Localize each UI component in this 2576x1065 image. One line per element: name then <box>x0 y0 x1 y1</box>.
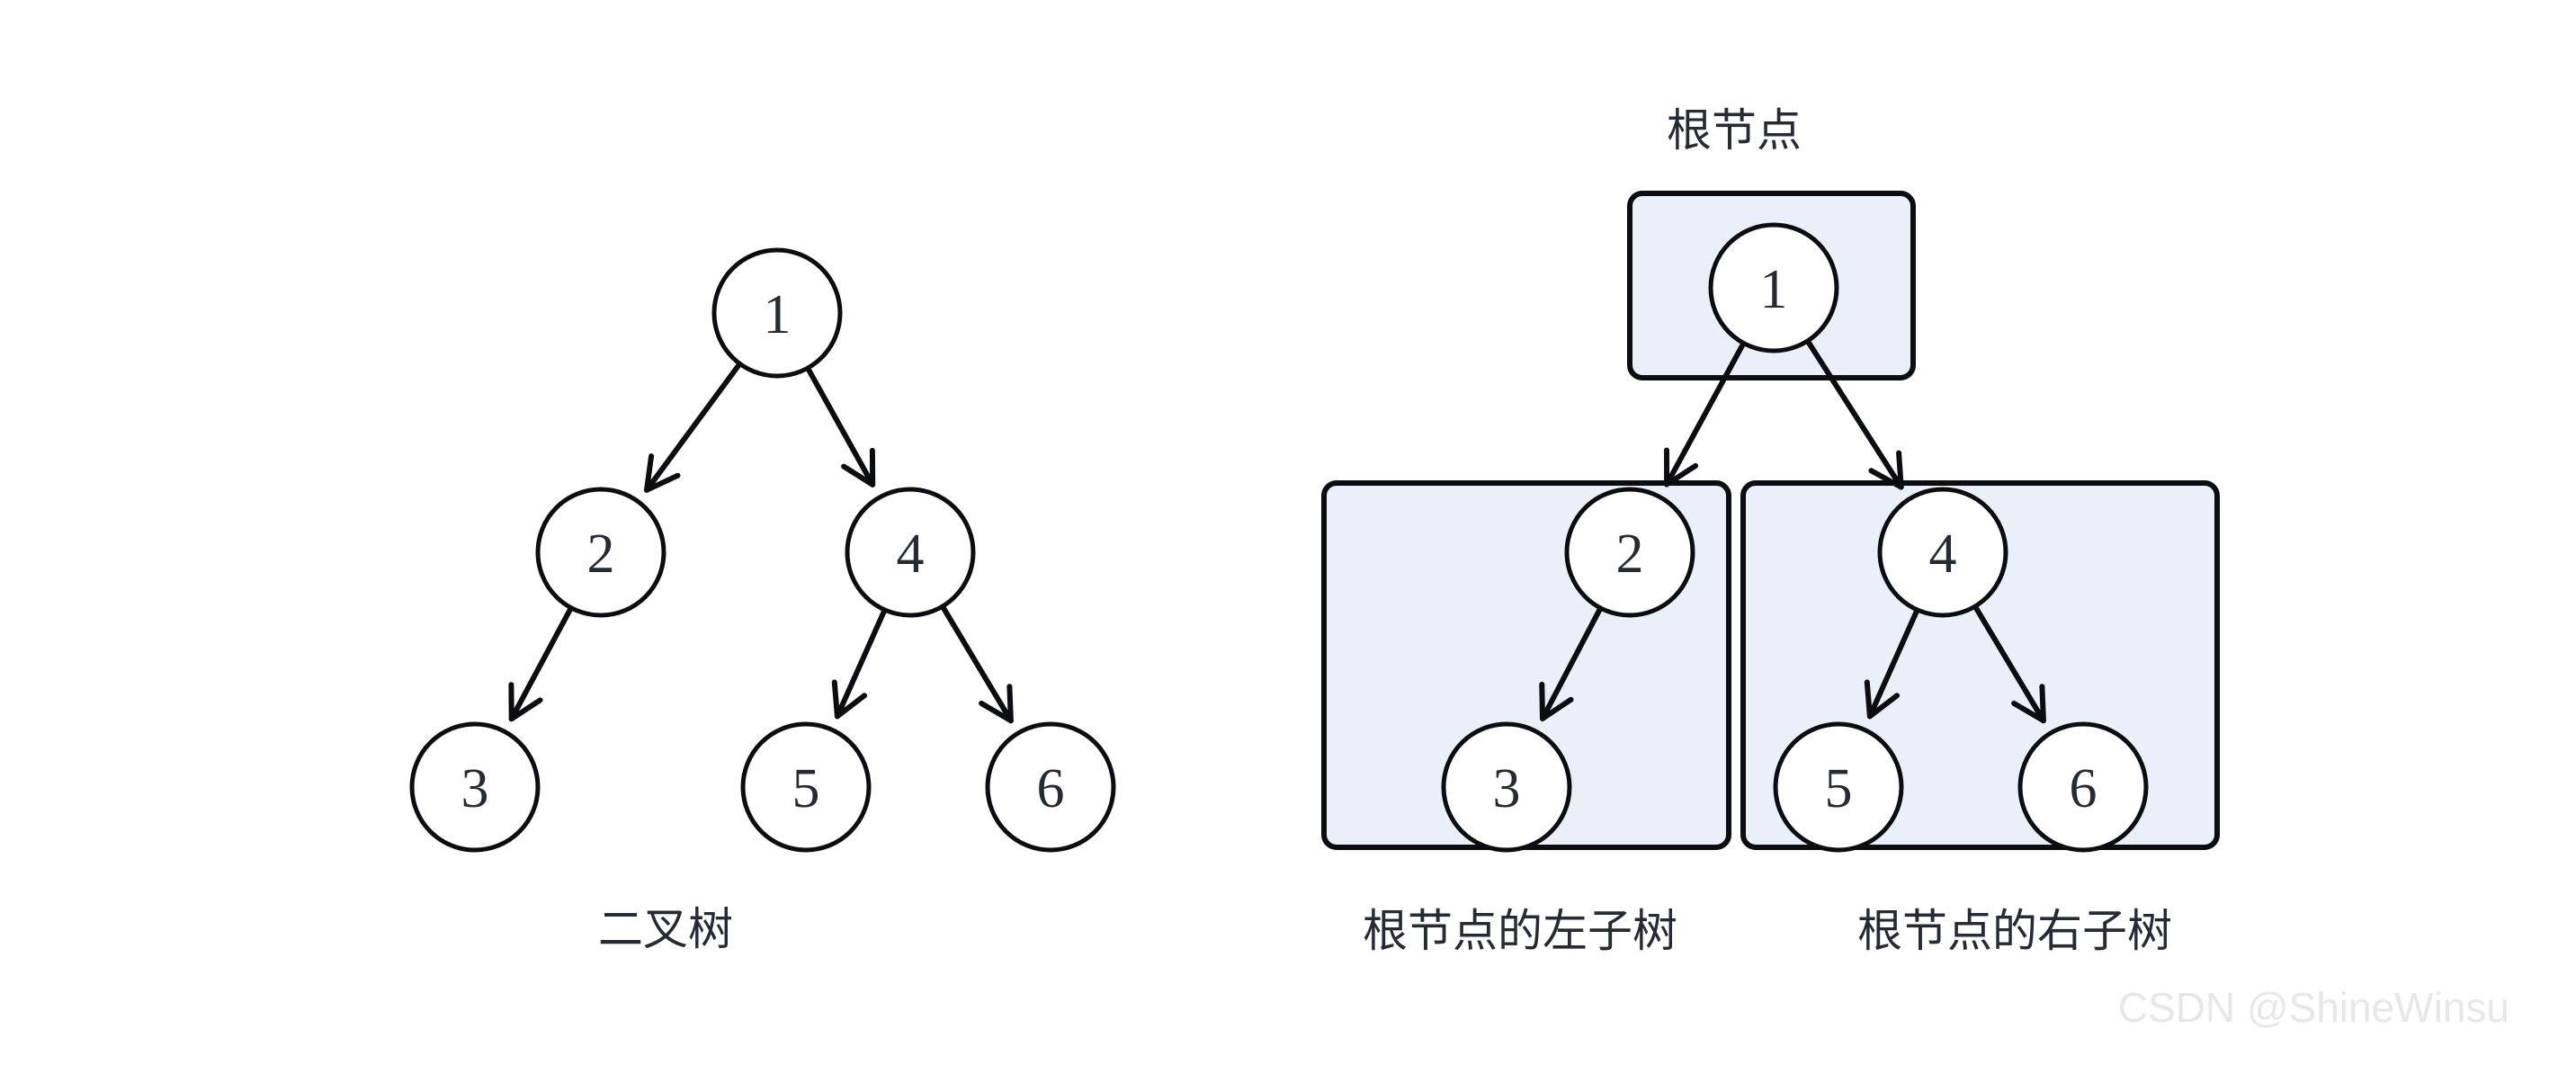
node-label: 3 <box>461 758 489 819</box>
tree-edge <box>806 366 876 488</box>
node-circle <box>1564 487 1695 618</box>
tree-edge <box>940 604 1014 724</box>
root-node-label: 根节点 <box>1667 104 1802 157</box>
node-circle <box>1708 222 1839 354</box>
arrow-head-icon <box>979 684 1014 724</box>
node-circle <box>1773 721 1904 853</box>
tree-edge <box>1664 342 1746 488</box>
node-label: 6 <box>1037 758 1065 819</box>
tree-edge <box>1540 606 1603 721</box>
tree-node: 6 <box>2017 721 2149 853</box>
node-label: 3 <box>1493 758 1521 819</box>
arrow-head-icon <box>1664 447 1699 488</box>
arrow-head-icon <box>1868 450 1904 490</box>
node-label: 4 <box>1929 524 1957 585</box>
arrow-head-icon <box>1864 679 1901 720</box>
right-tree-edges <box>1539 339 2046 724</box>
node-circle <box>1441 721 1572 853</box>
arrow-head-icon <box>841 447 876 488</box>
tree-node: 2 <box>1564 487 1695 618</box>
left-tree-nodes: 1 2 4 3 5 6 <box>409 247 1116 853</box>
tree-node: 4 <box>1877 487 2008 618</box>
node-label: 6 <box>2070 758 2097 819</box>
right-subtree-caption: 根节点的右子树 <box>1857 905 2172 957</box>
arrow-head-icon <box>2011 684 2046 724</box>
tree-node: 3 <box>409 721 541 853</box>
left-tree-edges <box>508 362 1014 724</box>
tree-edge <box>1805 339 1904 490</box>
tree-node: 6 <box>985 721 1116 853</box>
tree-edge <box>644 362 742 493</box>
node-circle <box>985 721 1116 853</box>
tree-edge <box>1972 604 2046 724</box>
node-label: 5 <box>1825 758 1853 819</box>
node-circle <box>845 487 976 618</box>
node-label: 2 <box>587 524 615 585</box>
tree-node: 1 <box>711 247 843 379</box>
node-circle <box>2017 721 2149 853</box>
arrow-head-icon <box>831 679 868 720</box>
tree-node: 1 <box>1708 222 1839 354</box>
tree-edge <box>508 606 573 722</box>
node-label: 4 <box>897 524 925 585</box>
arrow-head-icon <box>644 453 681 493</box>
tree-node: 2 <box>535 487 666 618</box>
node-circle <box>740 721 872 853</box>
node-circle <box>711 247 843 379</box>
node-circle <box>535 487 666 618</box>
arrow-head-icon <box>508 682 543 722</box>
arrow-head-icon <box>1539 681 1574 721</box>
right-tree: 1 2 4 3 5 6 根节点 根节点的左子树 根节点的右子树 <box>1363 104 2172 957</box>
tree-node: 4 <box>845 487 976 618</box>
tree-node: 3 <box>1441 721 1572 853</box>
tree-node: 5 <box>1773 721 1904 853</box>
left-tree: 1 2 4 3 5 6 二叉树 <box>409 247 1116 955</box>
left-subtree-caption: 根节点的左子树 <box>1363 905 1677 957</box>
node-circle <box>409 721 541 853</box>
node-label: 1 <box>764 284 792 345</box>
tree-edge <box>1866 608 1919 720</box>
tree-edge <box>834 608 887 720</box>
node-label: 2 <box>1616 524 1644 585</box>
node-label: 5 <box>792 758 820 819</box>
tree-node: 5 <box>740 721 872 853</box>
node-label: 1 <box>1760 259 1788 320</box>
left-tree-caption: 二叉树 <box>598 903 733 955</box>
right-tree-nodes: 1 2 4 3 5 6 <box>1441 222 2149 853</box>
csdn-watermark: CSDN @ShineWinsu <box>2118 984 2509 1031</box>
node-circle <box>1877 487 2008 618</box>
